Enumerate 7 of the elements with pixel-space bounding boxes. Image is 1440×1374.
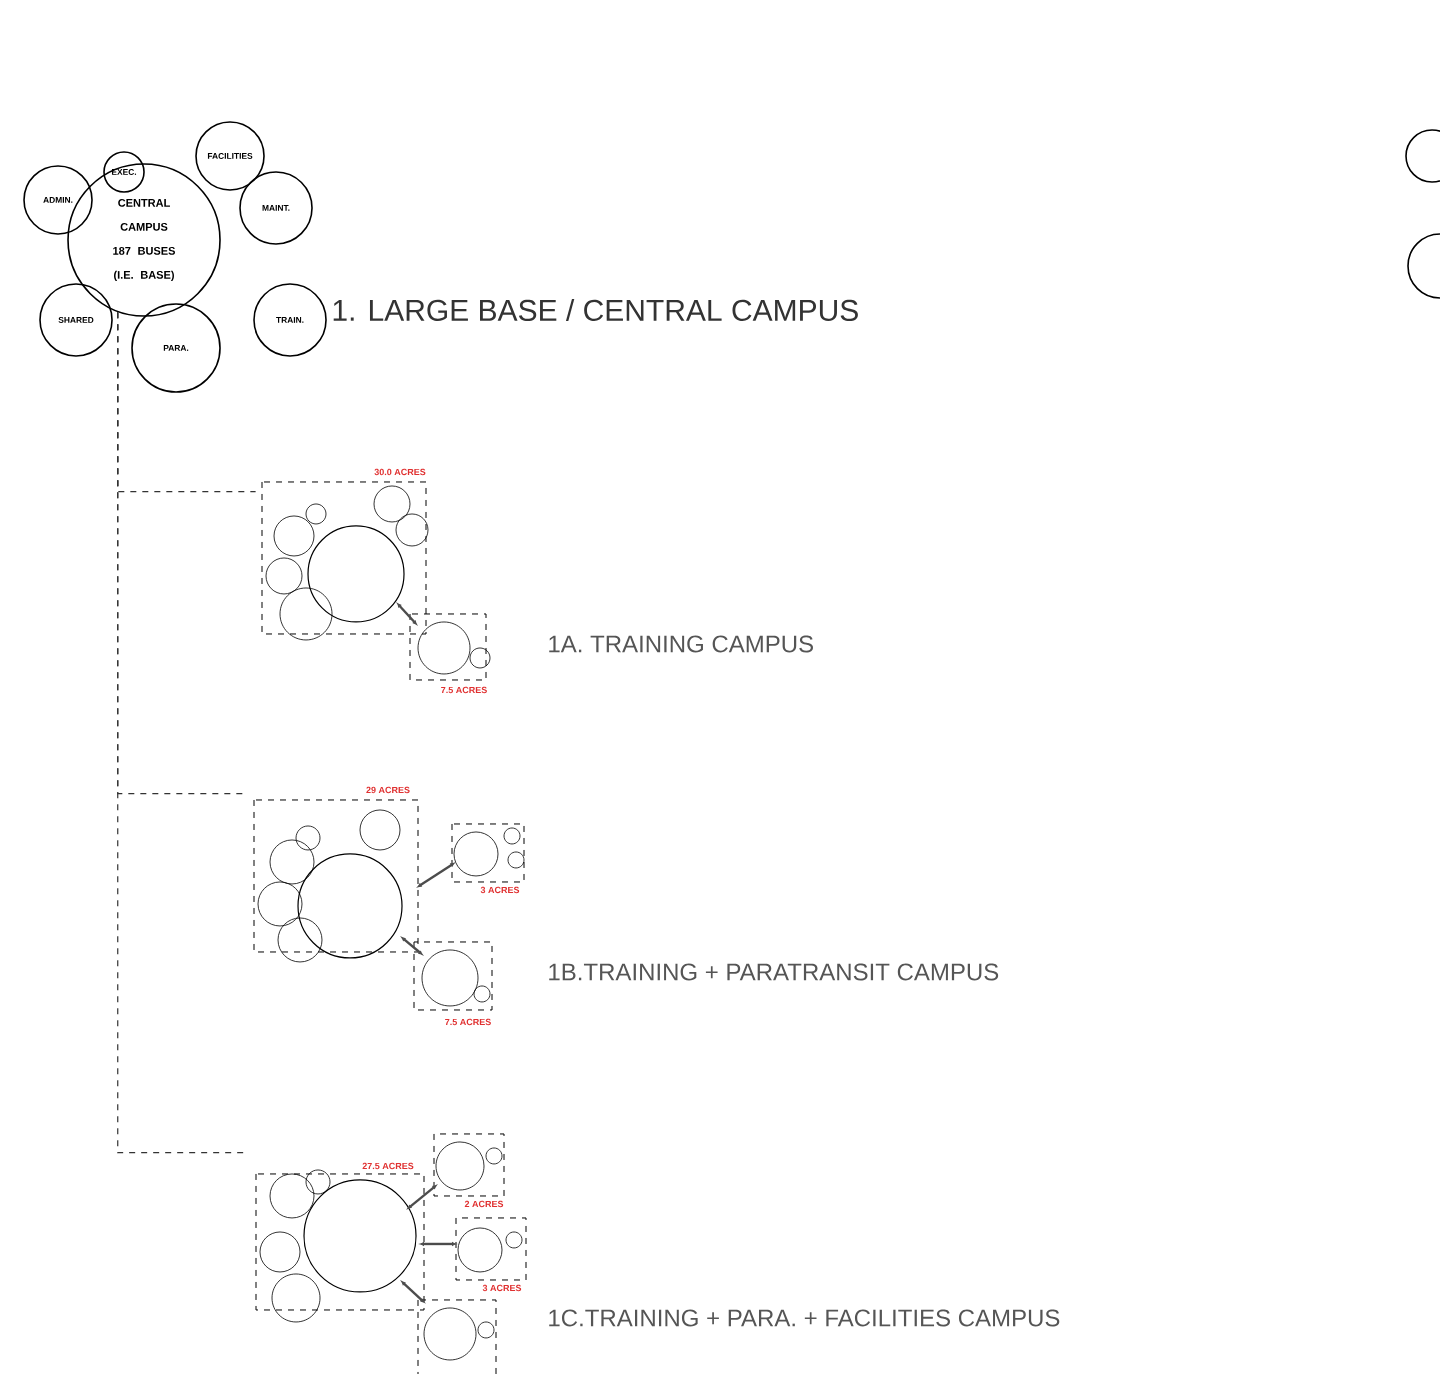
campus-sketch-drawing — [253, 799, 525, 1011]
campus-title: 1A. TRAINING CAMPUS — [549, 635, 813, 653]
tree-connector — [117, 311, 245, 1154]
campus-sketch-drawing — [261, 481, 491, 681]
campus-sketch-drawing — [255, 1133, 527, 1374]
campus-title: 1. LARGE BASE / CENTRAL CAMPUS — [333, 298, 858, 321]
campus-title: 1B.TRAINING + PARATRANSIT CAMPUS — [549, 963, 999, 981]
